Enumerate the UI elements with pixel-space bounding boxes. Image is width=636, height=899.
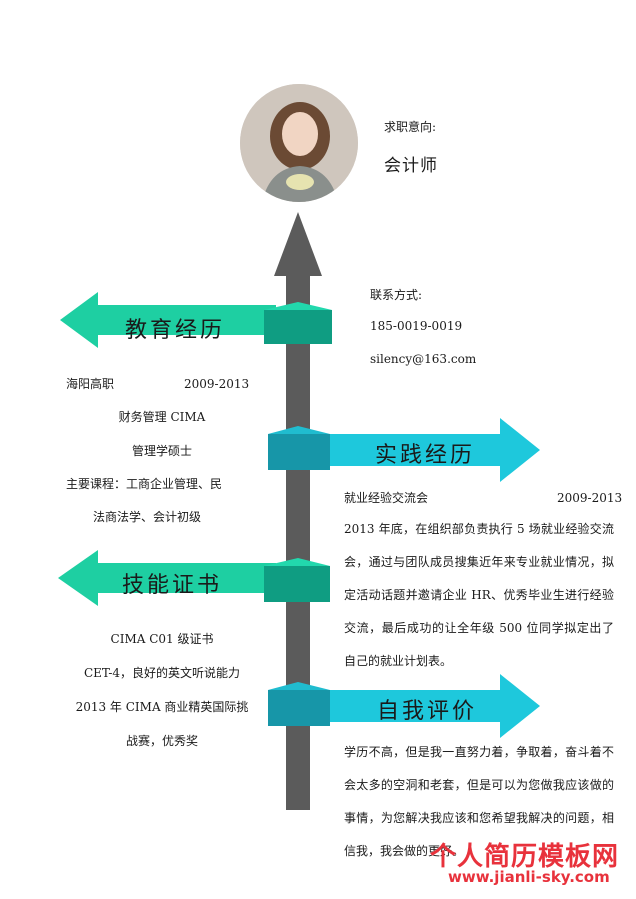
education-school: 海阳高职 [66,377,115,391]
education-major: 财务管理 CIMA [118,410,206,424]
skill-item: CET-4，良好的英文听说能力 [83,666,241,680]
education-degree: 管理学硕士 [131,444,192,458]
practice-band [268,434,330,470]
contact-phone: 185-0019-0019 [370,319,463,333]
contact-label: 联系方式: [370,288,423,302]
intent-label: 求职意向: [384,120,437,134]
self-eval-title: 自我评价 [377,699,478,724]
watermark-url: www.jianli-sky.com [448,868,610,886]
practice-description: 2013 年底，在组织部负责执行 5 场就业经验交流会，通过与团队成员搜集近年来… [344,522,614,668]
skill-item: 战赛，优秀奖 [125,734,198,748]
self-eval-description: 学历不高，但是我一直努力着，争取着，奋斗着不会太多的空洞和老套，但是可以为您做我… [344,745,614,858]
timeline-arrowhead [274,212,322,276]
practice-period: 2009-2013 [557,491,623,505]
person-photo-icon [240,84,358,202]
skill-item: 2013 年 CIMA 商业精英国际挑 [75,700,249,714]
education-title: 教育经历 [125,318,226,343]
skills-title: 技能证书 [122,573,223,598]
education-period: 2009-2013 [184,377,250,391]
practice-title: 实践经历 [375,443,476,468]
timeline-shaft [286,272,310,810]
skills-arrow [58,550,276,606]
practice-org: 就业经验交流会 [344,491,429,505]
intent-value: 会计师 [384,156,438,176]
skill-item: CIMA C01 级证书 [110,632,214,646]
practice-arrow [322,418,540,482]
self-eval-arrow [322,674,540,738]
contact-email: silency@163.com [370,352,477,366]
education-band [264,310,332,344]
skills-band [264,566,330,602]
education-arrow [60,292,276,348]
education-courses-line2: 法商法学、会计初级 [93,510,202,524]
education-courses-line1: 主要课程：工商企业管理、民 [66,477,223,491]
watermark-name: 个人简历模板网 [430,842,620,872]
self-eval-band [268,690,330,726]
